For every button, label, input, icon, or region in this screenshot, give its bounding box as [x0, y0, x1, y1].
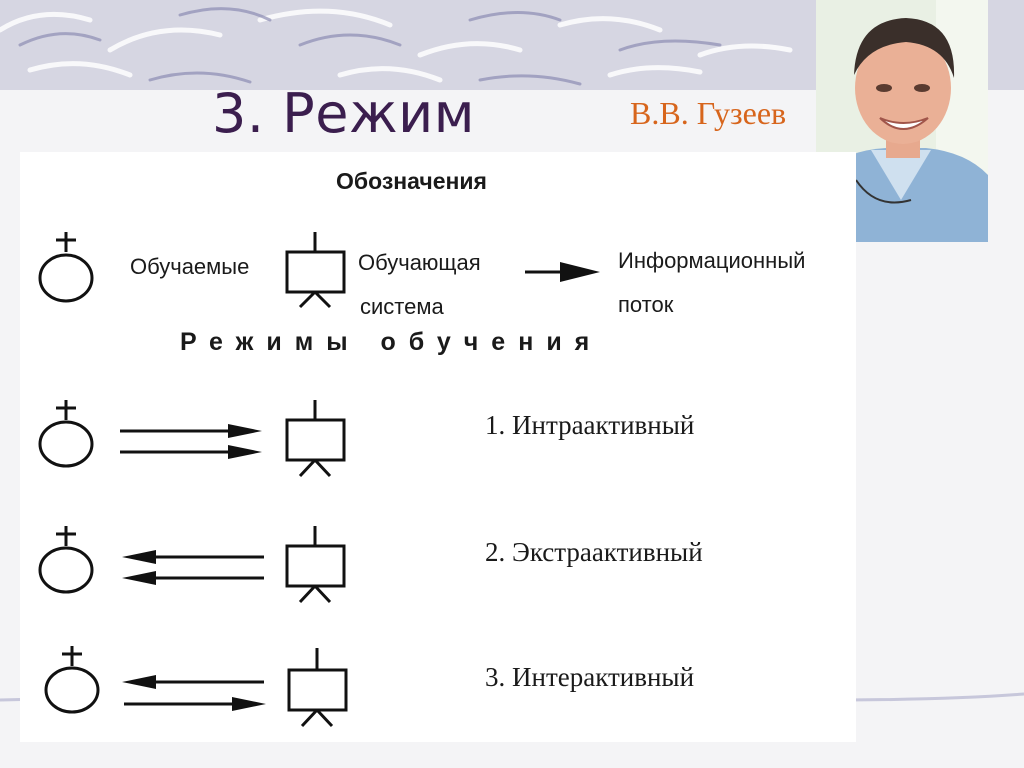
mode-1-label: 1. Интраактивный	[485, 410, 695, 440]
legend-system-label-2: система	[360, 294, 444, 319]
legend-flow-label-1: Информационный	[618, 248, 806, 273]
legend-system-label-1: Обучающая	[358, 250, 481, 275]
legend-flow-label-2: поток	[618, 292, 674, 317]
system-symbol-legend	[285, 232, 346, 309]
slide-title: 3. Режим	[212, 82, 475, 145]
author-name: В.В. Гузеев	[630, 95, 787, 131]
mode-3-label: 3. Интерактивный	[485, 662, 695, 692]
diagram-drawing	[38, 232, 600, 728]
learner-symbol-legend	[38, 232, 94, 303]
modes-title: Режимы обучения	[180, 328, 603, 356]
diagram-card: Обозначения Обучаемые Обучающая система …	[20, 152, 856, 742]
mode-3-drawing	[44, 646, 348, 728]
legend-learners-label: Обучаемые	[130, 254, 250, 279]
author-photo	[816, 0, 988, 242]
legend-title: Обозначения	[336, 168, 487, 194]
mode-1-drawing	[38, 400, 346, 478]
mode-2-drawing	[38, 526, 346, 604]
mode-2-label: 2. Экстраактивный	[485, 537, 703, 567]
